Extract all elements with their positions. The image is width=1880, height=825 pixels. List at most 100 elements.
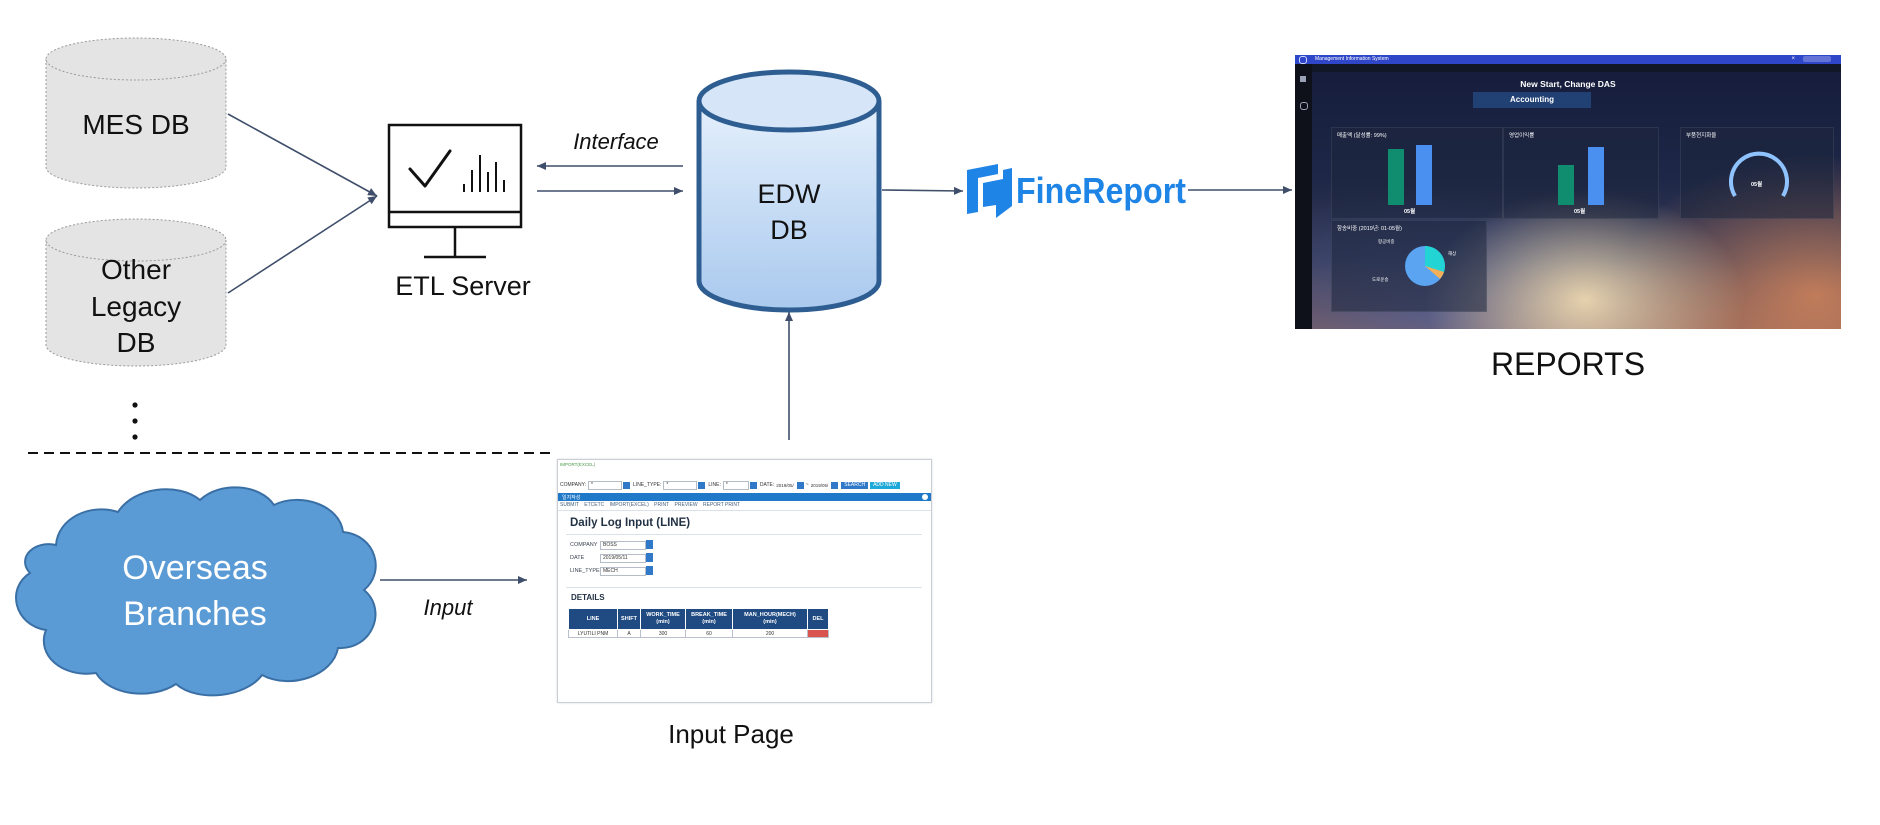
localization-panel-title: 부품현지화율: [1686, 133, 1717, 139]
details-heading: DETAILS: [571, 593, 605, 602]
sales-bar-actual: [1388, 149, 1404, 205]
date-to-calendar-icon[interactable]: [831, 481, 839, 489]
user-menu[interactable]: [1803, 56, 1831, 62]
gauge-center-label: 05월: [1751, 182, 1763, 188]
input-arrow-label: Input: [424, 595, 474, 620]
cell-man-hour[interactable]: 200: [732, 629, 808, 638]
filter-line-type-label: LINE_TYPE:: [633, 482, 662, 488]
dashboard-side-nav: [1295, 64, 1312, 329]
input-page-label: Input Page: [668, 719, 794, 749]
filter-line-dropdown-icon[interactable]: [749, 481, 757, 489]
arrow-mes-to-etl: [227, 113, 378, 197]
filter-company-dropdown-icon[interactable]: [623, 481, 631, 489]
dashboard-tab-strip: [1312, 64, 1841, 72]
edw-db-cylinder: EDW DB: [696, 69, 882, 313]
finereport-logo-icon: [967, 164, 1012, 218]
overseas-label-line2: Branches: [123, 595, 267, 633]
overseas-label-line1: Overseas: [122, 549, 268, 587]
filter-line-type-select[interactable]: *: [663, 480, 698, 490]
toolbar-import[interactable]: IMPORT(EXCEL): [609, 502, 649, 508]
toolbar-report-print[interactable]: REPORT PRINT: [703, 502, 741, 508]
filter-company-select[interactable]: *: [588, 480, 623, 490]
toolbar-divider: [558, 510, 931, 511]
toolbar-preview[interactable]: PREVIEW: [674, 502, 698, 508]
col-shift: SHIFT: [617, 608, 641, 630]
interface-label: Interface: [573, 129, 659, 154]
field-date-calendar-icon[interactable]: [646, 553, 653, 562]
col-line: LINE: [568, 608, 618, 630]
close-tab-icon[interactable]: ×: [1791, 56, 1795, 62]
col-work-time: WORK_TIME(min): [640, 608, 686, 630]
toolbar-submit[interactable]: SUBMIT: [560, 502, 579, 508]
settings-nav-icon[interactable]: [1300, 102, 1308, 110]
filter-line-label: LINE:: [708, 482, 721, 488]
reports-label: REPORTS: [1491, 346, 1645, 382]
cell-work-time[interactable]: 300: [640, 629, 686, 638]
cell-shift[interactable]: A: [617, 629, 641, 638]
cell-break-time[interactable]: 60: [685, 629, 733, 638]
filter-date-to[interactable]: 2019/05/: [810, 482, 829, 488]
details-table: LINE SHIFT WORK_TIME(min) BREAK_TIME(min…: [568, 608, 829, 638]
tab-accounting[interactable]: Accounting: [1473, 92, 1591, 108]
modal-close-icon[interactable]: [922, 494, 928, 500]
cell-line[interactable]: LYUTILI PNM: [568, 629, 618, 638]
toolbar-print[interactable]: PRINT: [654, 502, 670, 508]
input-page-screenshot: IMPORT(EXCEL) COMPANY: * LINE_TYPE: * LI…: [557, 459, 932, 703]
field-company-input[interactable]: BOSS: [600, 541, 646, 550]
field-company-dropdown-icon[interactable]: [646, 540, 653, 549]
filter-company-label: COMPANY:: [560, 482, 587, 488]
legacy-db-label-line1: Other: [101, 254, 171, 285]
form-title: Daily Log Input (LINE): [570, 517, 691, 529]
delete-row-button[interactable]: [807, 629, 829, 638]
import-excel-link[interactable]: IMPORT(EXCEL): [560, 462, 596, 467]
search-button[interactable]: SEARCH: [841, 481, 869, 489]
pie-label-sea: 해상: [1448, 251, 1457, 256]
margin-bar-target: [1588, 147, 1604, 205]
etl-server-label: ETL Server: [395, 271, 531, 301]
mes-db-cylinder: MES DB: [45, 37, 227, 189]
sales-month-label: 05월: [1404, 209, 1416, 215]
date-range-separator: ~: [805, 482, 809, 488]
localization-gauge: [1729, 151, 1789, 198]
edw-db-label-line1: EDW: [758, 179, 822, 209]
col-del: DEL: [807, 608, 829, 630]
modal-toolbar: SUBMIT ETCETC IMPORT(EXCEL) PRINT PREVIE…: [560, 502, 740, 510]
date-from-calendar-icon[interactable]: [796, 481, 804, 489]
legacy-db-label-line2: Legacy: [91, 291, 181, 322]
sales-bar-target: [1416, 145, 1432, 205]
field-line-type-input[interactable]: MECH: [600, 567, 646, 576]
operating-margin-panel: 영업이익률 05월: [1503, 127, 1659, 219]
shipping-pie-chart: [1405, 246, 1445, 286]
table-row: LYUTILI PNM A 300 60 200: [568, 629, 829, 638]
modal-header: 일지작성: [558, 493, 931, 501]
col-break-time: BREAK_TIME(min): [685, 608, 733, 630]
filter-date-label: DATE:: [759, 482, 775, 488]
col-man-hour: MAN_HOUR(MECH)(min): [732, 608, 808, 630]
edw-db-label-line2: DB: [770, 215, 808, 245]
filter-line-select[interactable]: *: [722, 480, 749, 490]
margin-month-label: 05월: [1574, 209, 1586, 215]
add-new-button[interactable]: ADD NEW: [870, 481, 900, 489]
details-table-header-row: LINE SHIFT WORK_TIME(min) BREAK_TIME(min…: [568, 608, 829, 630]
shipping-panel-title: 항송비중 (2019년: 01-05월): [1337, 226, 1402, 232]
field-line-type-dropdown-icon[interactable]: [646, 566, 653, 575]
sales-panel: 매출액 (달성률: 99%) 05월: [1331, 127, 1503, 219]
more-sources-ellipsis: [132, 402, 138, 440]
mes-db-label: MES DB: [82, 109, 189, 140]
title-divider: [566, 534, 922, 535]
overseas-branches-cloud: Overseas Branches: [15, 486, 377, 697]
toolbar-etc[interactable]: ETCETC: [584, 502, 605, 508]
modal-title: 일지작성: [562, 495, 581, 501]
legacy-db-cylinder: Other Legacy DB: [45, 218, 227, 367]
finereport-logo-text: FineReport: [1016, 170, 1186, 211]
filter-line-type-dropdown-icon[interactable]: [698, 481, 706, 489]
localization-rate-panel: 부품현지화율 05월: [1680, 127, 1834, 219]
filter-date-from[interactable]: 2019/05/: [776, 482, 794, 488]
dashboard-title: New Start, Change DAS: [1520, 79, 1616, 89]
dashboard-nav-icon[interactable]: [1300, 76, 1306, 82]
margin-panel-title: 영업이익률: [1509, 133, 1535, 139]
field-date-input[interactable]: 2019/05/11: [600, 554, 646, 563]
legacy-db-label-line3: DB: [117, 327, 156, 358]
field-company-label: COMPANY: [570, 542, 598, 548]
